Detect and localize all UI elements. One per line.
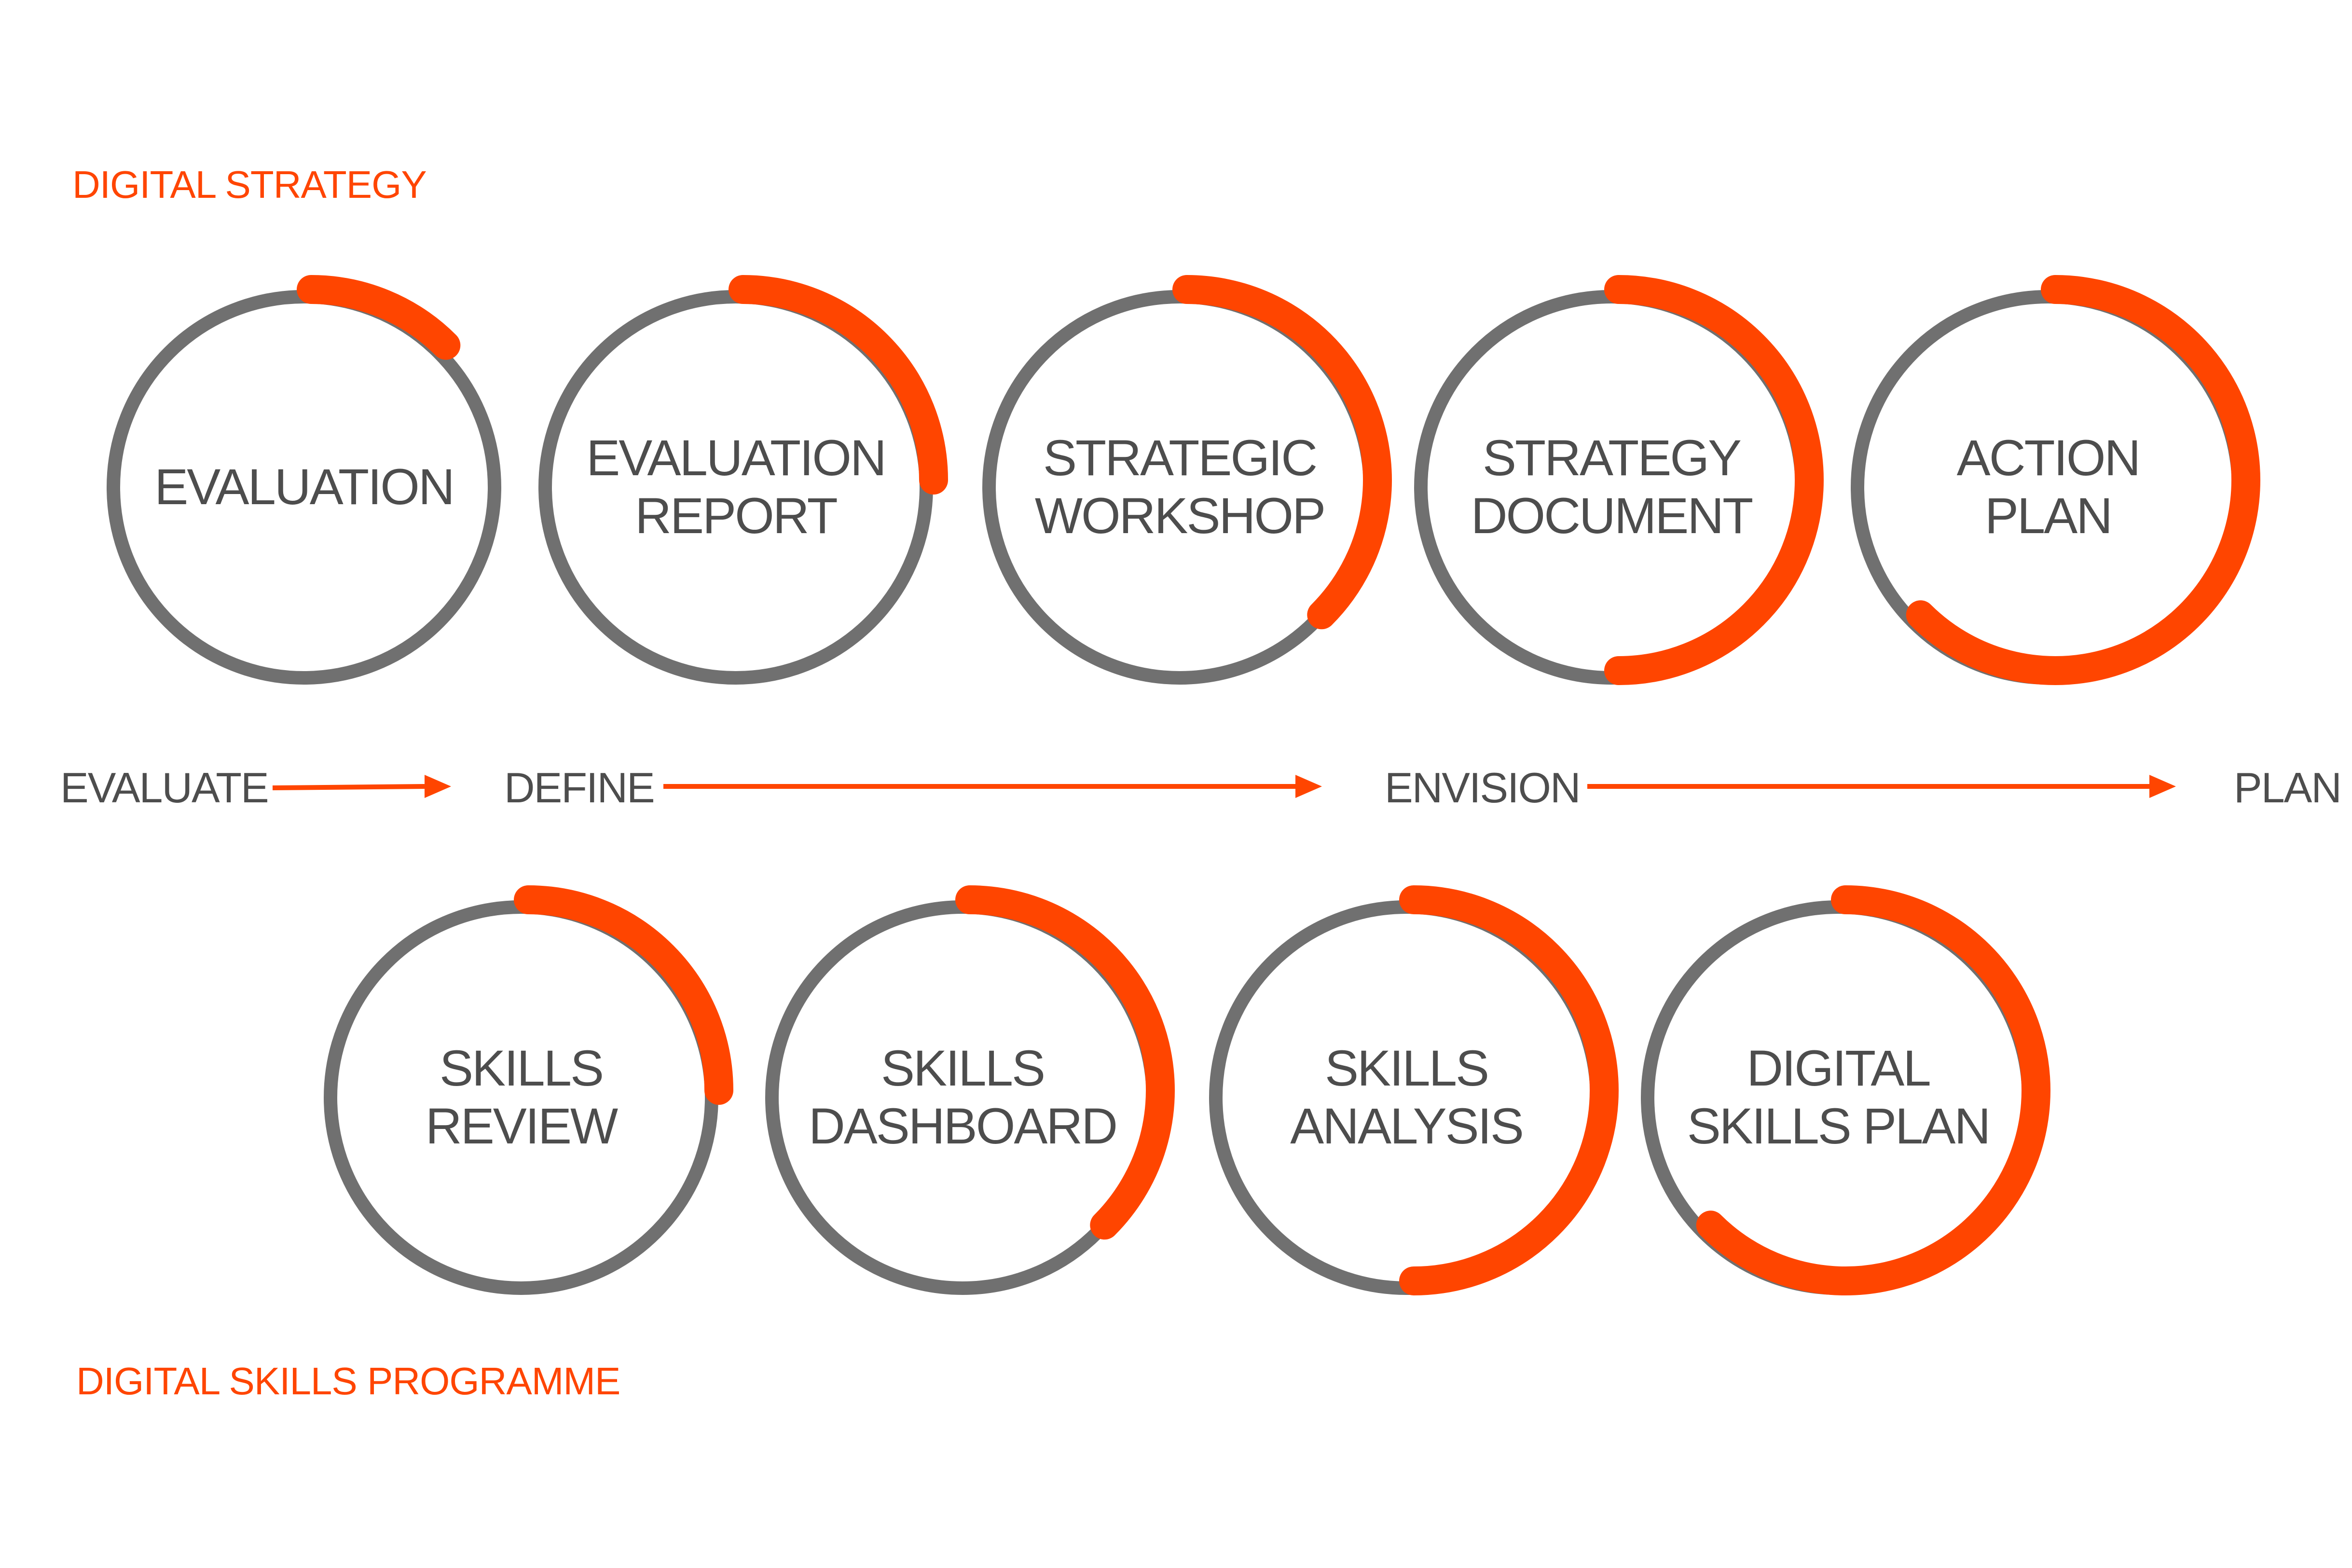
- flow-arrow-evaluate-define: [272, 775, 451, 798]
- progress-arc: [297, 275, 461, 360]
- step-label-line: PLAN: [1985, 488, 2111, 544]
- flow-arrow-envision-plan: [1587, 775, 2176, 798]
- stage-label-evaluate: EVALUATE: [60, 764, 268, 812]
- progress-arc: [1604, 275, 1824, 685]
- section-title-digital-skills-programme: DIGITAL SKILLS PROGRAMME: [76, 1360, 620, 1403]
- step-label-line: ACTION: [1957, 430, 2140, 486]
- step-label-line: DOCUMENT: [1471, 488, 1752, 544]
- step-label-line: ANALYSIS: [1290, 1098, 1523, 1155]
- step-label-line: SKILLS: [440, 1040, 603, 1097]
- step-label-line: WORKSHOP: [1035, 488, 1324, 544]
- step-evaluation: EVALUATION: [107, 275, 501, 685]
- progress-arc: [1906, 275, 2260, 685]
- stage-label-define: DEFINE: [504, 764, 654, 812]
- step-label-line: STRATEGIC: [1043, 430, 1316, 486]
- progress-arc: [1696, 885, 2050, 1295]
- step-label-line: EVALUATION: [154, 459, 454, 515]
- section-title-digital-strategy: DIGITAL STRATEGY: [72, 163, 426, 206]
- step-label-line: SKILLS PLAN: [1687, 1098, 1990, 1155]
- progress-arc: [514, 885, 733, 1105]
- step-label-line: REPORT: [635, 488, 837, 544]
- step-label-line: STRATEGY: [1483, 430, 1741, 486]
- step-label-line: EVALUATION: [586, 430, 885, 486]
- step-label-line: REVIEW: [426, 1098, 618, 1155]
- step-label-line: SKILLS: [881, 1040, 1044, 1097]
- skills-steps-row: SKILLSREVIEWSKILLSDASHBOARDSKILLSANALYSI…: [324, 885, 2050, 1295]
- stage-label-plan: PLAN: [2234, 764, 2341, 812]
- progress-arc: [729, 275, 948, 495]
- stage-label-envision: ENVISION: [1385, 764, 1580, 812]
- progress-arc: [1172, 275, 1392, 630]
- stage-flow: EVALUATE DEFINE ENVISION PLAN: [60, 764, 2342, 812]
- strategy-steps-row: EVALUATIONEVALUATIONREPORTSTRATEGICWORKS…: [107, 275, 2260, 685]
- step-label-line: SKILLS: [1325, 1040, 1488, 1097]
- step-label-line: DIGITAL: [1747, 1040, 1930, 1097]
- progress-arc: [955, 885, 1175, 1240]
- flow-arrow-define-envision: [663, 775, 1322, 798]
- progress-arc: [1399, 885, 1619, 1295]
- step-label-line: DASHBOARD: [809, 1098, 1116, 1155]
